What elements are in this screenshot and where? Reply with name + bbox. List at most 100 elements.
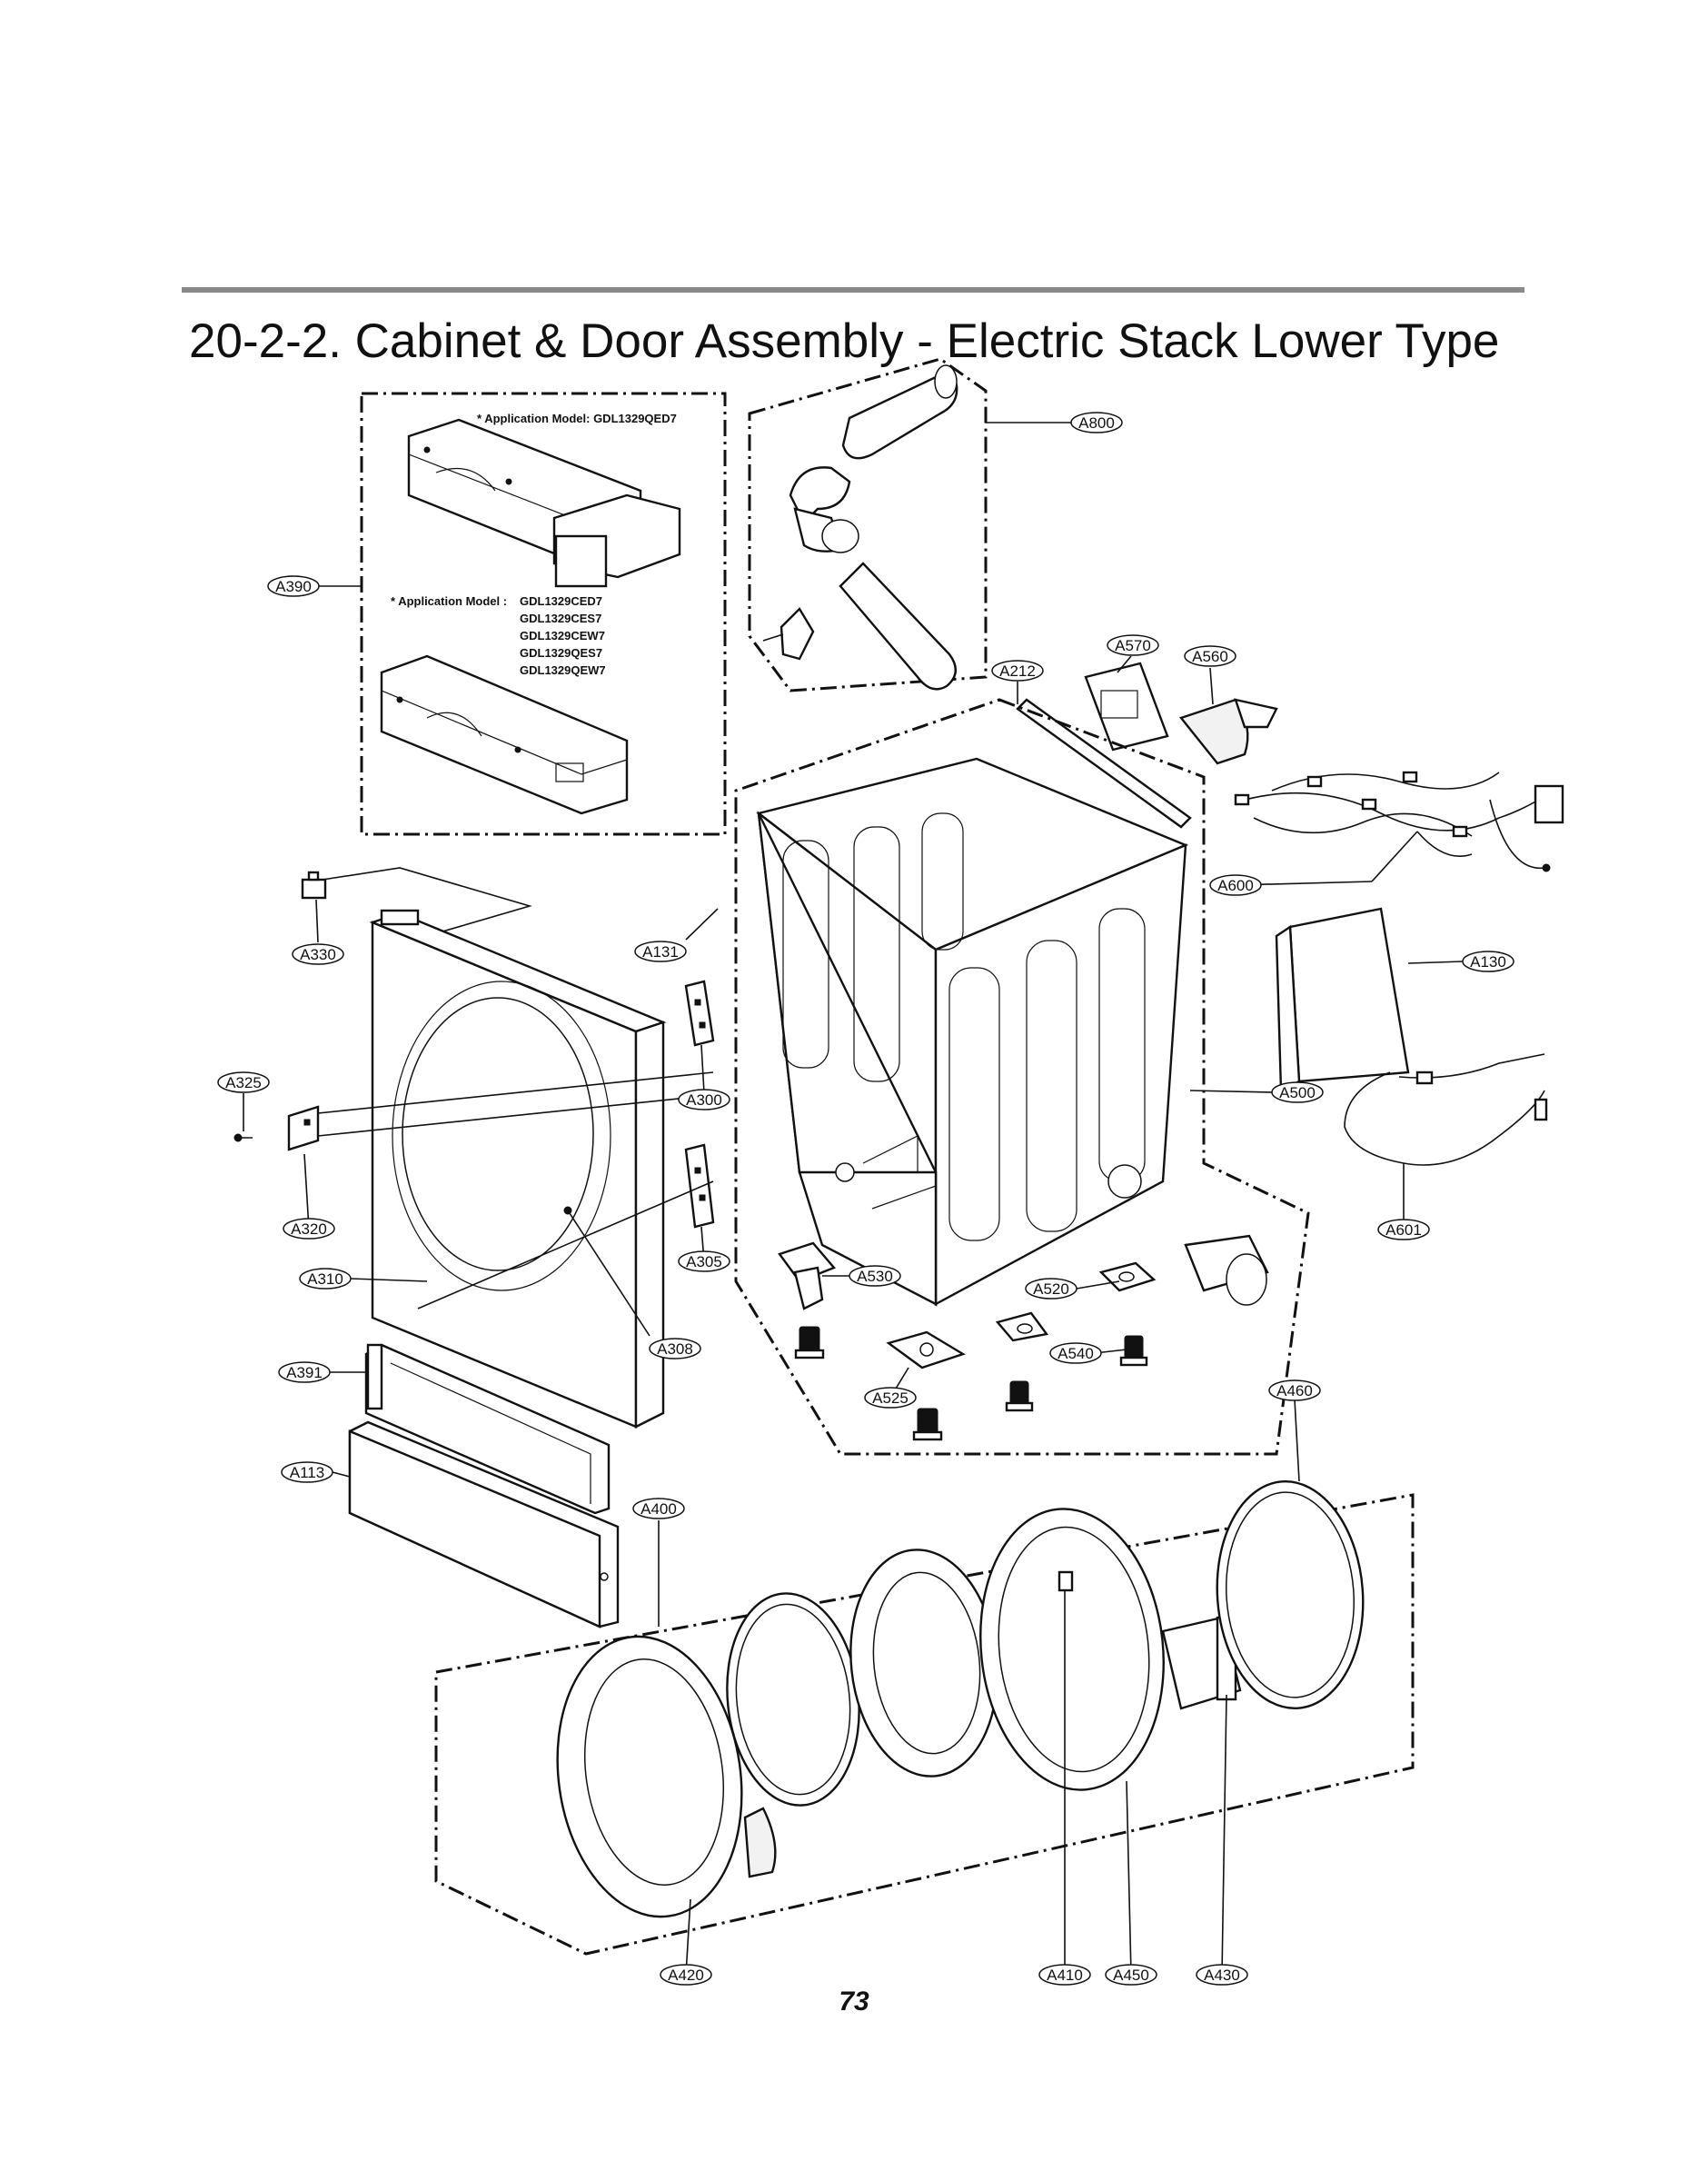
- callout-a525: A525: [864, 1387, 917, 1409]
- callout-a430: A430: [1196, 1964, 1248, 1986]
- callout-a540: A540: [1049, 1342, 1102, 1364]
- svg-text:A800: A800: [1078, 414, 1115, 432]
- a390-dashed-box: [360, 392, 727, 836]
- exhaust-outlet: [1184, 1234, 1269, 1306]
- rail-a320: [287, 1071, 714, 1310]
- svg-text:A500: A500: [1279, 1084, 1316, 1101]
- exhaust-duct-kit: [748, 357, 988, 692]
- a390-model-5: GDL1329QEW7: [520, 663, 606, 677]
- control-bracket: [380, 654, 629, 815]
- callout-a570: A570: [1107, 634, 1159, 656]
- callout-a410: A410: [1038, 1964, 1091, 1986]
- callout-a130: A130: [1462, 951, 1514, 972]
- callout-a460: A460: [1268, 1379, 1321, 1401]
- svg-text:A560: A560: [1192, 648, 1228, 665]
- callout-a400: A400: [632, 1498, 685, 1519]
- leveling-foot-4: [1119, 1335, 1148, 1367]
- svg-text:A130: A130: [1470, 953, 1506, 971]
- svg-text:A430: A430: [1204, 1967, 1240, 1984]
- callout-a500: A500: [1271, 1081, 1324, 1103]
- svg-text:A601: A601: [1385, 1221, 1422, 1239]
- svg-text:A600: A600: [1217, 877, 1254, 894]
- callout-a320: A320: [283, 1218, 335, 1240]
- leveling-foot-1: [794, 1326, 825, 1359]
- callout-a113: A113: [281, 1461, 333, 1483]
- rear-cover-a130: [1275, 907, 1410, 1092]
- svg-text:A212: A212: [999, 662, 1036, 680]
- a390-note-1: * Application Model: GDL1329QED7: [477, 412, 677, 425]
- door-handle: [743, 1807, 777, 1878]
- callout-a530: A530: [849, 1265, 901, 1287]
- callout-a391: A391: [278, 1361, 331, 1383]
- callout-a330: A330: [292, 943, 344, 965]
- callout-a325: A325: [217, 1071, 270, 1093]
- svg-text:A390: A390: [275, 578, 312, 595]
- svg-text:A540: A540: [1058, 1345, 1094, 1362]
- a390-model-3: GDL1329CEW7: [520, 629, 605, 642]
- callout-a420: A420: [660, 1964, 712, 1986]
- door-hinge-a300: [684, 980, 715, 1047]
- callout-a212: A212: [991, 660, 1044, 682]
- svg-text:A305: A305: [686, 1253, 722, 1270]
- a390-model-1: GDL1329CED7: [520, 594, 602, 608]
- svg-text:A330: A330: [300, 946, 336, 963]
- cabinet-dashed-region: [734, 698, 1310, 1456]
- front-panel-a310: [369, 909, 667, 1429]
- callout-a305: A305: [678, 1250, 730, 1272]
- foot-bracket-a530: [778, 1241, 837, 1310]
- foot-bracket-a525: [886, 1330, 966, 1369]
- callout-a560: A560: [1184, 645, 1236, 667]
- sensor-switch-a330: [301, 867, 532, 937]
- svg-text:A525: A525: [872, 1389, 909, 1407]
- door-inner-frame-a450: [979, 1508, 1165, 1791]
- svg-text:A131: A131: [642, 943, 679, 961]
- callout-a310: A310: [299, 1268, 352, 1290]
- leader-lines: [243, 422, 1464, 1976]
- svg-text:A450: A450: [1113, 1967, 1149, 1984]
- door-hinge-a305: [684, 1143, 715, 1229]
- page-number: 73: [839, 1987, 869, 2017]
- control-frame-a391: [364, 1343, 611, 1515]
- leveling-foot-3: [1005, 1380, 1034, 1412]
- callout-a300: A300: [678, 1089, 730, 1110]
- callout-a450: A450: [1105, 1964, 1157, 1986]
- svg-text:A391: A391: [286, 1364, 323, 1381]
- screw-a325: [233, 1133, 253, 1142]
- a390-variant-group: * Application Model: GDL1329QED7 * Appli…: [360, 392, 727, 836]
- callout-a520: A520: [1025, 1278, 1077, 1300]
- page-title: 20-2-2. Cabinet & Door Assembly - Electr…: [189, 314, 1500, 368]
- header-rule: [182, 287, 1524, 293]
- wire-harness-a600: [1234, 771, 1564, 872]
- callout-a308: A308: [649, 1338, 701, 1359]
- svg-text:A520: A520: [1033, 1280, 1069, 1298]
- a390-model-4: GDL1329QES7: [520, 646, 602, 660]
- vent-piece-a560: [1178, 698, 1278, 765]
- svg-text:A530: A530: [857, 1268, 893, 1285]
- a390-note-2-label: * Application Model :: [391, 594, 507, 608]
- callout-a600: A600: [1209, 874, 1262, 896]
- callout-a800: A800: [1070, 412, 1123, 433]
- callout-a601: A601: [1377, 1219, 1430, 1240]
- svg-text:A325: A325: [225, 1074, 262, 1091]
- cabinet-a500: [756, 757, 1189, 1307]
- screw-a308: [563, 1206, 650, 1337]
- svg-text:A400: A400: [640, 1500, 677, 1518]
- door-outer-a420: [556, 1635, 743, 1918]
- svg-text:A570: A570: [1115, 637, 1151, 654]
- control-panel-a113: [348, 1420, 620, 1628]
- svg-text:A308: A308: [657, 1340, 693, 1358]
- control-bracket-with-duct: [407, 418, 681, 588]
- foot-bracket-a520: [1098, 1261, 1157, 1292]
- a390-model-2: GDL1329CES7: [520, 612, 601, 625]
- door-seal-a460: [1216, 1479, 1365, 1710]
- svg-text:A320: A320: [291, 1220, 327, 1238]
- svg-text:A300: A300: [686, 1091, 722, 1109]
- svg-text:A113: A113: [290, 1464, 324, 1481]
- svg-text:A310: A310: [307, 1270, 343, 1288]
- svg-text:A460: A460: [1276, 1382, 1313, 1399]
- svg-text:A410: A410: [1047, 1967, 1083, 1984]
- door-dashed-region: [434, 1493, 1415, 1956]
- top-rail-a212: [1016, 698, 1192, 829]
- door-glass: [849, 1549, 998, 1778]
